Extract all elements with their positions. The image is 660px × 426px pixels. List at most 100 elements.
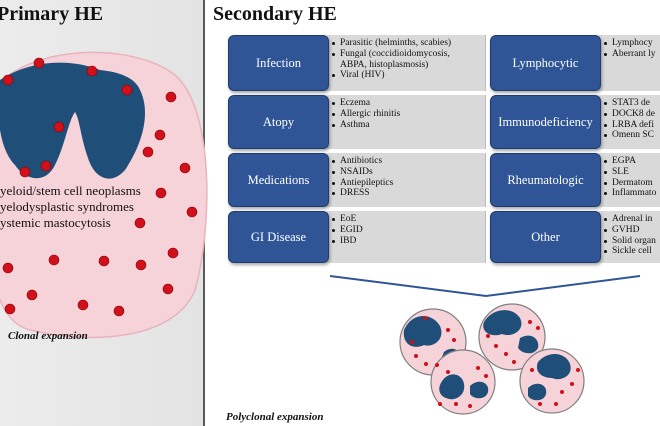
granule [40, 160, 52, 172]
infection-details: Parasitic (helminths, scabies) Fungal (c… [326, 35, 486, 91]
granule [512, 360, 516, 364]
secondary-he-title: Secondary HE [213, 3, 337, 25]
detail-item: DOCK8 de [604, 109, 660, 120]
primary-cell-nucleus [0, 62, 145, 179]
granule [528, 320, 532, 324]
detail-item: Allergic rhinitis [332, 109, 485, 120]
granule [530, 368, 534, 372]
detail-item: STAT3 de [604, 98, 660, 109]
granule [121, 84, 133, 96]
granule [476, 366, 480, 370]
granule [410, 340, 414, 344]
detail-item: Viral (HIV) [332, 70, 485, 81]
detail-item: Adrenal in [604, 214, 660, 225]
immunodeficiency-details: STAT3 de DOCK8 de LRBA defi Omenn SC [598, 95, 660, 149]
lymphocytic-details: Lymphocy Aberrant ly [598, 35, 660, 91]
granule [438, 402, 442, 406]
detail-item: Dermatom [604, 178, 660, 189]
granule [424, 362, 428, 366]
granule [468, 404, 472, 408]
atopy-details: Eczema Allergic rhinitis Asthma [326, 95, 486, 149]
granule [423, 316, 427, 320]
detail-item: Antiepileptics [332, 178, 485, 189]
granule [98, 255, 110, 267]
poly-cell [430, 349, 496, 415]
granule [452, 338, 456, 342]
granule [454, 402, 458, 406]
granule [504, 352, 508, 356]
detail-item: EGID [332, 225, 485, 236]
granule [435, 363, 439, 367]
rheumatologic-details: EGPA SLE Dermatom Inflammato [598, 153, 660, 207]
category-other: Other [490, 211, 601, 263]
granule [446, 328, 450, 332]
category-atopy: Atopy [228, 95, 329, 149]
detail-item: Parasitic (helminths, scabies) [332, 38, 485, 49]
granule [19, 166, 31, 178]
granule [2, 262, 14, 274]
granule [113, 305, 125, 317]
detail-item: Lymphocy [604, 38, 660, 49]
granule [186, 206, 198, 218]
clonal-expansion-caption: Clonal expansion [8, 330, 88, 342]
primary-he-item: ystemic mastocytosis [0, 215, 111, 230]
category-rheumatologic: Rheumatologic [490, 153, 601, 207]
granule [486, 334, 490, 338]
granule [179, 162, 191, 174]
category-gi-disease: GI Disease [228, 211, 329, 263]
detail-item: EoE [332, 214, 485, 225]
primary-he-item: yelodysplastic syndromes [0, 199, 134, 214]
granule [162, 283, 174, 295]
primary-he-item: yeloid/stem cell neoplasms [0, 183, 141, 198]
poly-cell [519, 348, 585, 414]
medications-details: Antibiotics NSAIDs Antiepileptics DRESS [326, 153, 486, 207]
detail-item: Sickle cell [604, 246, 660, 257]
detail-item: Asthma [332, 120, 485, 131]
detail-item: Aberrant ly [604, 49, 660, 60]
detail-item: DRESS [332, 188, 485, 199]
primary-he-list: yeloid/stem cell neoplasms yelodysplasti… [0, 183, 141, 231]
category-immunodeficiency: Immunodeficiency [490, 95, 601, 149]
granule [4, 303, 16, 315]
detail-item: Omenn SC [604, 130, 660, 141]
detail-item: LRBA defi [604, 120, 660, 131]
granule [134, 217, 146, 229]
poly-cell [478, 303, 546, 371]
granule [86, 65, 98, 77]
detail-item: SLE [604, 167, 660, 178]
granule [48, 254, 60, 266]
detail-item: Inflammato [604, 188, 660, 199]
granule [538, 402, 542, 406]
primary-granules [2, 57, 198, 317]
polyclonal-expansion-caption: Polyclonal expansion [226, 411, 324, 423]
granule [135, 259, 147, 271]
granule [560, 390, 564, 394]
primary-he-title: Primary HE [0, 3, 104, 25]
detail-item: Solid organ [604, 236, 660, 247]
category-medications: Medications [228, 153, 329, 207]
granule [33, 57, 45, 69]
detail-item: Eczema [332, 98, 485, 109]
granule [484, 374, 488, 378]
granule [494, 344, 498, 348]
granule [414, 354, 418, 358]
granule [446, 370, 450, 374]
other-details: Adrenal in GVHD Solid organ Sickle cell [598, 211, 660, 263]
granule [142, 146, 154, 158]
granule [576, 368, 580, 372]
granule [53, 121, 65, 133]
detail-item: NSAIDs [332, 167, 485, 178]
granule [2, 74, 14, 86]
poly-granules [410, 316, 580, 408]
detail-item: Fungal (coccidioidomycosis, [332, 49, 485, 60]
granule [536, 326, 540, 330]
granule [154, 129, 166, 141]
polyclonal-cells [399, 303, 585, 415]
granule [165, 91, 177, 103]
detail-item: Antibiotics [332, 156, 485, 167]
bracket-line [329, 275, 641, 298]
granule [554, 402, 558, 406]
granule [155, 187, 167, 199]
detail-item: GVHD [604, 225, 660, 236]
